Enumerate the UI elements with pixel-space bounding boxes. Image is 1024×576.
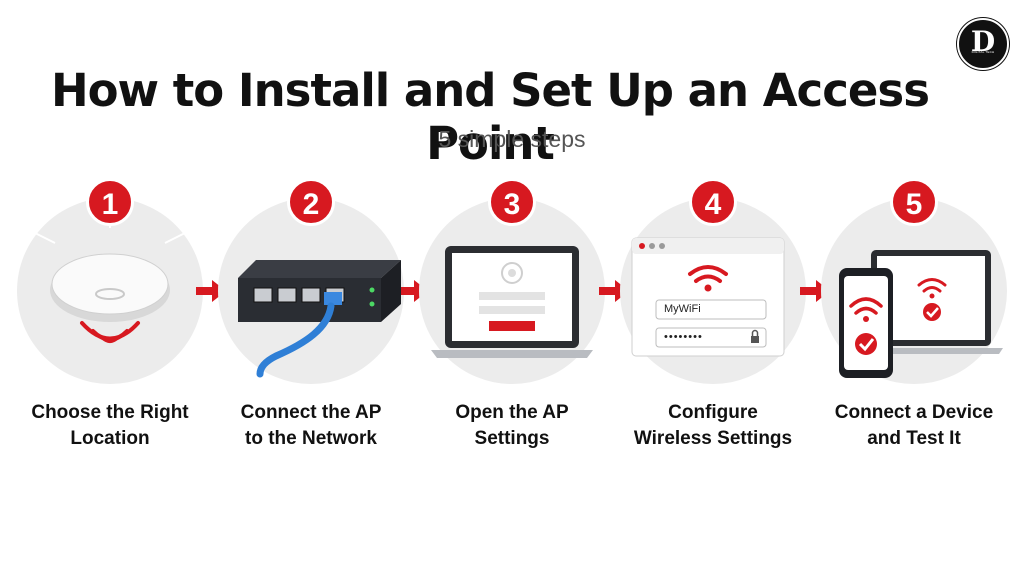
wifi-signal-icon — [80, 321, 140, 343]
step-1-number-badge: 1 — [86, 178, 134, 226]
step-2-label: Connect the AP to the Network — [240, 402, 382, 449]
lock-icon — [751, 329, 759, 343]
step-4: 4 MyWiFi •••••••• Configure Wireless Set… — [618, 178, 808, 468]
step-3: 3 Open the AP Settings — [417, 178, 607, 468]
switch-illustration — [238, 260, 401, 378]
page-title: How to Install and Set Up an Access Poin… — [50, 64, 930, 170]
step-1: 1 Choose the Right Location — [15, 178, 205, 468]
page-subtitle: 5 simple steps — [438, 126, 586, 152]
ssid-field: MyWiFi — [664, 303, 701, 315]
step-1-label: Choose the Right Location — [31, 402, 189, 449]
step-3-label: Open the AP Settings — [455, 402, 569, 449]
access-point-illustration — [34, 208, 186, 343]
step-2: 2 Connect the AP to the Network — [216, 178, 406, 468]
settings-window-illustration — [631, 237, 785, 357]
step-4-label: Configure Wireless Settings — [633, 402, 793, 449]
step-3-number-badge: 3 — [488, 178, 536, 226]
wifi-icon — [688, 265, 728, 283]
step-5-label: Connect a Device and Test It — [834, 402, 994, 449]
wifi-icon — [849, 297, 883, 315]
laptop-illustration — [431, 246, 593, 358]
password-field: •••••••• — [664, 331, 703, 343]
logo-text: DIGITAL TECH — [971, 50, 995, 54]
logo-letter: D — [970, 25, 996, 58]
step-5: 5 Connect a Device and Test It — [819, 178, 1009, 468]
step-5-number-badge: 5 — [890, 178, 938, 226]
brand-logo: D DIGITAL TECH — [957, 18, 1009, 70]
step-2-number-badge: 2 — [287, 178, 335, 226]
check-icon — [855, 333, 877, 355]
step-4-number-badge: 4 — [689, 178, 737, 226]
devices-illustration — [839, 250, 1003, 378]
wifi-icon — [917, 278, 947, 293]
check-icon — [923, 303, 941, 321]
